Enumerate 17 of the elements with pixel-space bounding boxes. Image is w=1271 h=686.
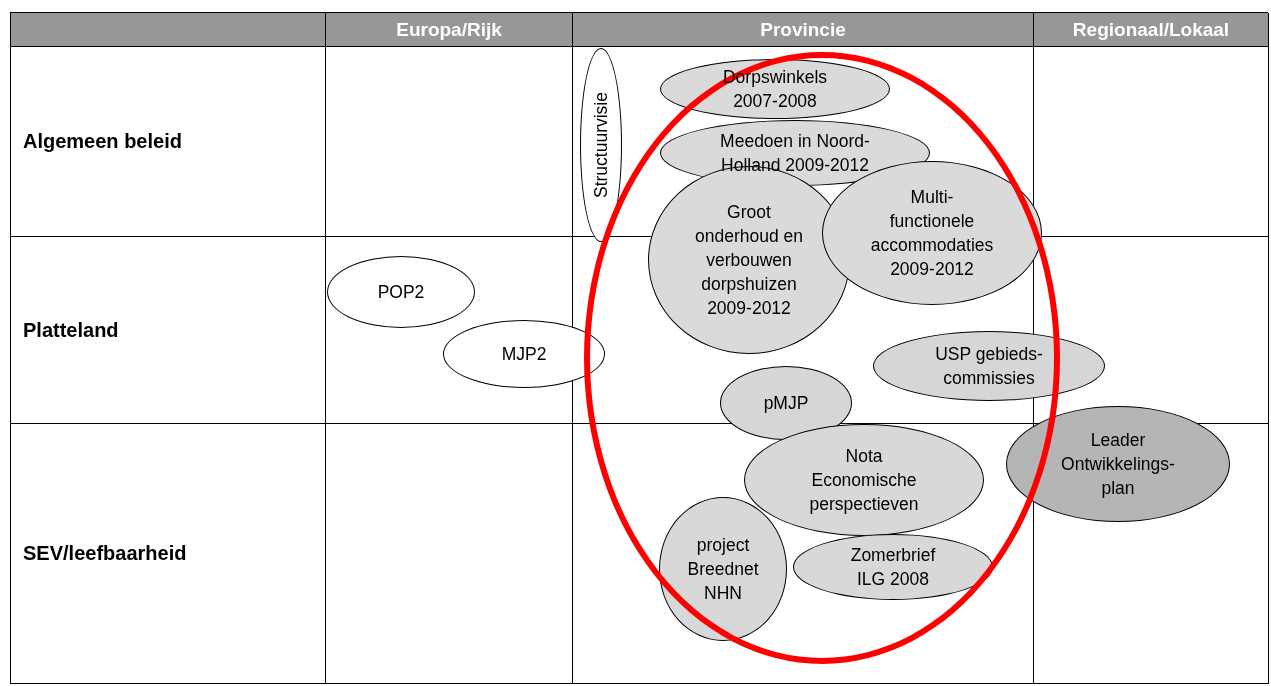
policy-label: POP2 <box>376 281 426 304</box>
policy-label: Groot onderhoud en verbouwen dorpshuizen 2009-2012 <box>694 201 804 320</box>
policy-label: Zomerbrief ILG 2008 <box>849 544 937 591</box>
policy-label: pMJP <box>762 392 810 415</box>
policy-label: Multi-functionele accommodaties 2009-2012 <box>870 186 994 281</box>
column-header: Provincie <box>573 13 1034 47</box>
row-header: Platteland <box>23 318 119 342</box>
policy-label: Nota Economische perspectieven <box>808 445 920 516</box>
policy-label: USP gebieds-commissies <box>934 343 1044 390</box>
policy-label: MJP2 <box>500 343 548 366</box>
policy-label: Leader Ontwikkelings-plan <box>1060 429 1176 500</box>
column-header: Regionaal/Lokaal <box>1034 13 1269 47</box>
policy-label: project Breednet NHN <box>686 534 760 605</box>
policy-label: Structuurvisie <box>590 92 612 198</box>
row-header: Algemeen beleid <box>23 130 182 153</box>
row-header: SEV/leefbaarheid <box>23 542 187 565</box>
column-header: Europa/Rijk <box>326 13 573 47</box>
